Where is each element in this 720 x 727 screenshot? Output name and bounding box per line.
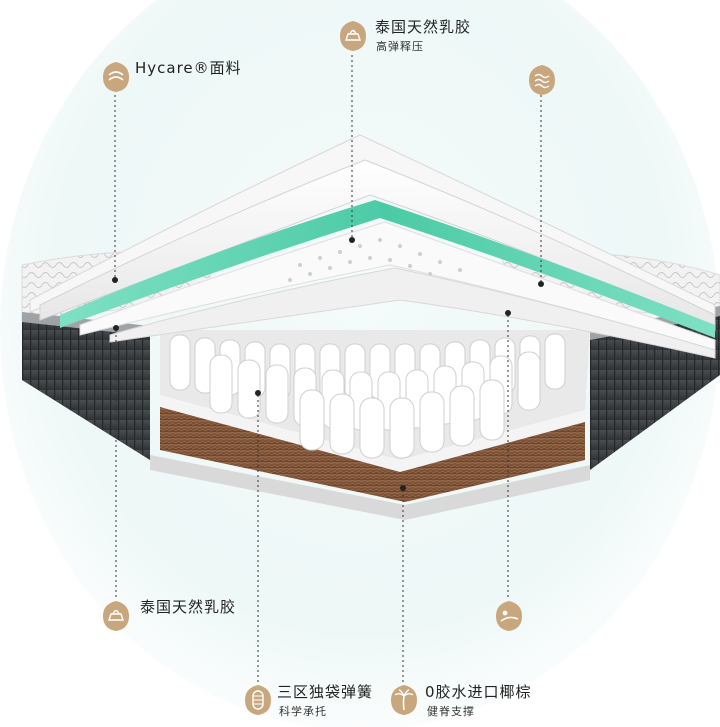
- pocket-springs: [169, 333, 566, 459]
- latex-top-label: 泰国天然乳胶: [375, 18, 472, 36]
- sleeping-person-icon: [494, 600, 524, 632]
- layered-top: [29, 134, 716, 359]
- latex-icon: [338, 20, 368, 52]
- springs-sublabel: 科学承托: [279, 705, 327, 718]
- fabric-icon: [101, 61, 131, 93]
- latex-icon: [101, 600, 131, 632]
- latex-bottom-label: 泰国天然乳胶: [140, 598, 237, 616]
- coir-label: 0胶水进口椰棕: [425, 683, 532, 701]
- wave-layer-icon: [527, 64, 557, 96]
- leader-lines: [114, 55, 542, 682]
- leader-dots: [112, 237, 544, 491]
- palm-tree-icon: [389, 684, 419, 716]
- coir-sublabel: 健脊支撑: [427, 705, 475, 718]
- fabric-label: Hycare®面料: [135, 59, 242, 77]
- springs-label: 三区独袋弹簧: [277, 683, 374, 701]
- latex-top-sublabel: 高弹释压: [376, 40, 424, 53]
- spring-icon: [243, 684, 273, 716]
